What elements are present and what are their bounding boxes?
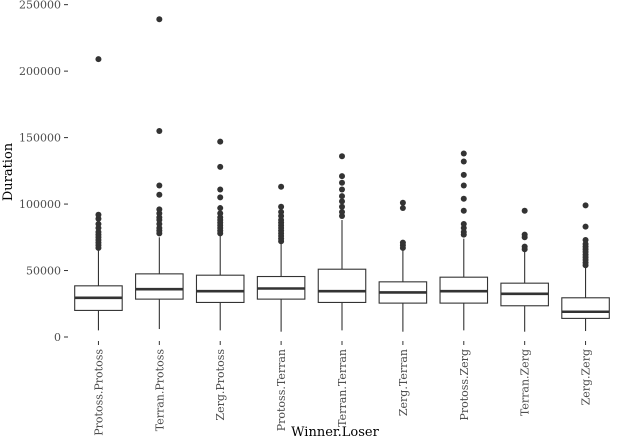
outlier-point [460, 150, 467, 157]
box-iqr [195, 274, 245, 303]
outlier-point [399, 205, 406, 212]
outlier-point [339, 203, 345, 210]
y-tick-label: 0 [54, 331, 61, 344]
box-group-terran-zerg [500, 207, 549, 332]
x-tick-label: Terran.Zerg [519, 349, 532, 416]
outlier-point [156, 191, 163, 198]
outlier-point [156, 182, 163, 189]
outlier-point [278, 203, 285, 210]
outlier-point [521, 243, 528, 250]
outlier-point [521, 231, 528, 238]
x-tick-label: Terran.Terran [336, 349, 349, 427]
outlier-point [582, 202, 589, 209]
outlier-point [95, 56, 102, 63]
outlier-point [278, 183, 285, 190]
box-iqr [317, 268, 367, 303]
y-axis: 0 50000 100000 150000 200000 250000 [19, 0, 68, 344]
box-group-terran-terran [317, 153, 367, 331]
x-tick-label: Zerg.Protoss [214, 349, 227, 421]
x-tick-label: Protoss.Protoss [92, 349, 105, 436]
box-group-protoss-zerg [439, 150, 489, 331]
outlier-point [217, 138, 224, 145]
x-tick-label: Zerg.Zerg [580, 349, 593, 405]
outlier-point [339, 209, 345, 216]
outlier-point [582, 223, 589, 230]
outlier-point [217, 186, 224, 193]
outlier-point [582, 236, 589, 243]
box-group-protoss-protoss [74, 56, 123, 331]
box-group-zerg-terran [378, 199, 428, 332]
outlier-point [217, 163, 224, 170]
outlier-point [339, 153, 345, 160]
y-tick-label: 200000 [19, 65, 61, 78]
y-tick-label: 50000 [26, 265, 61, 278]
box-group-zerg-protoss [195, 138, 245, 331]
outlier-point [521, 207, 528, 214]
outlier-point [460, 221, 467, 228]
outlier-point [95, 221, 102, 228]
box-iqr [561, 297, 610, 319]
box-group-terran-protoss [135, 16, 184, 330]
outlier-point [339, 193, 345, 200]
outlier-point [156, 127, 163, 134]
outlier-point [339, 179, 345, 186]
outlier-point [156, 206, 163, 213]
y-axis-title: Duration [1, 142, 16, 201]
outlier-point [460, 158, 467, 165]
y-tick-label: 100000 [19, 198, 61, 211]
outlier-point [460, 207, 467, 214]
outlier-point [278, 209, 285, 216]
outlier-point [217, 205, 224, 212]
outlier-point [339, 198, 345, 205]
y-tick-label: 150000 [19, 132, 61, 145]
outlier-point [399, 239, 406, 246]
box-group-zerg-zerg [561, 202, 610, 332]
x-tick-label: Protoss.Zerg [458, 349, 471, 421]
outlier-point [156, 16, 163, 23]
box-iqr [135, 273, 184, 300]
outlier-point [399, 199, 406, 206]
x-tick-label: Zerg.Terran [397, 349, 410, 416]
x-axis: Protoss.Protoss Terran.Protoss Zerg.Protos… [92, 341, 593, 436]
outlier-point [217, 210, 224, 217]
plot-area [74, 16, 610, 332]
x-tick-label: Terran.Protoss [153, 349, 166, 432]
y-tick-label: 250000 [19, 0, 61, 12]
outlier-point [339, 173, 345, 180]
outlier-point [460, 195, 467, 202]
outlier-point [95, 211, 102, 218]
outlier-point [339, 186, 345, 193]
box-group-protoss-terran [256, 183, 306, 332]
outlier-point [217, 194, 224, 201]
x-tick-label: Protoss.Terran [275, 349, 288, 431]
outlier-point [460, 182, 467, 189]
x-axis-title: Winner.Loser [291, 425, 379, 440]
outlier-point [460, 171, 467, 178]
